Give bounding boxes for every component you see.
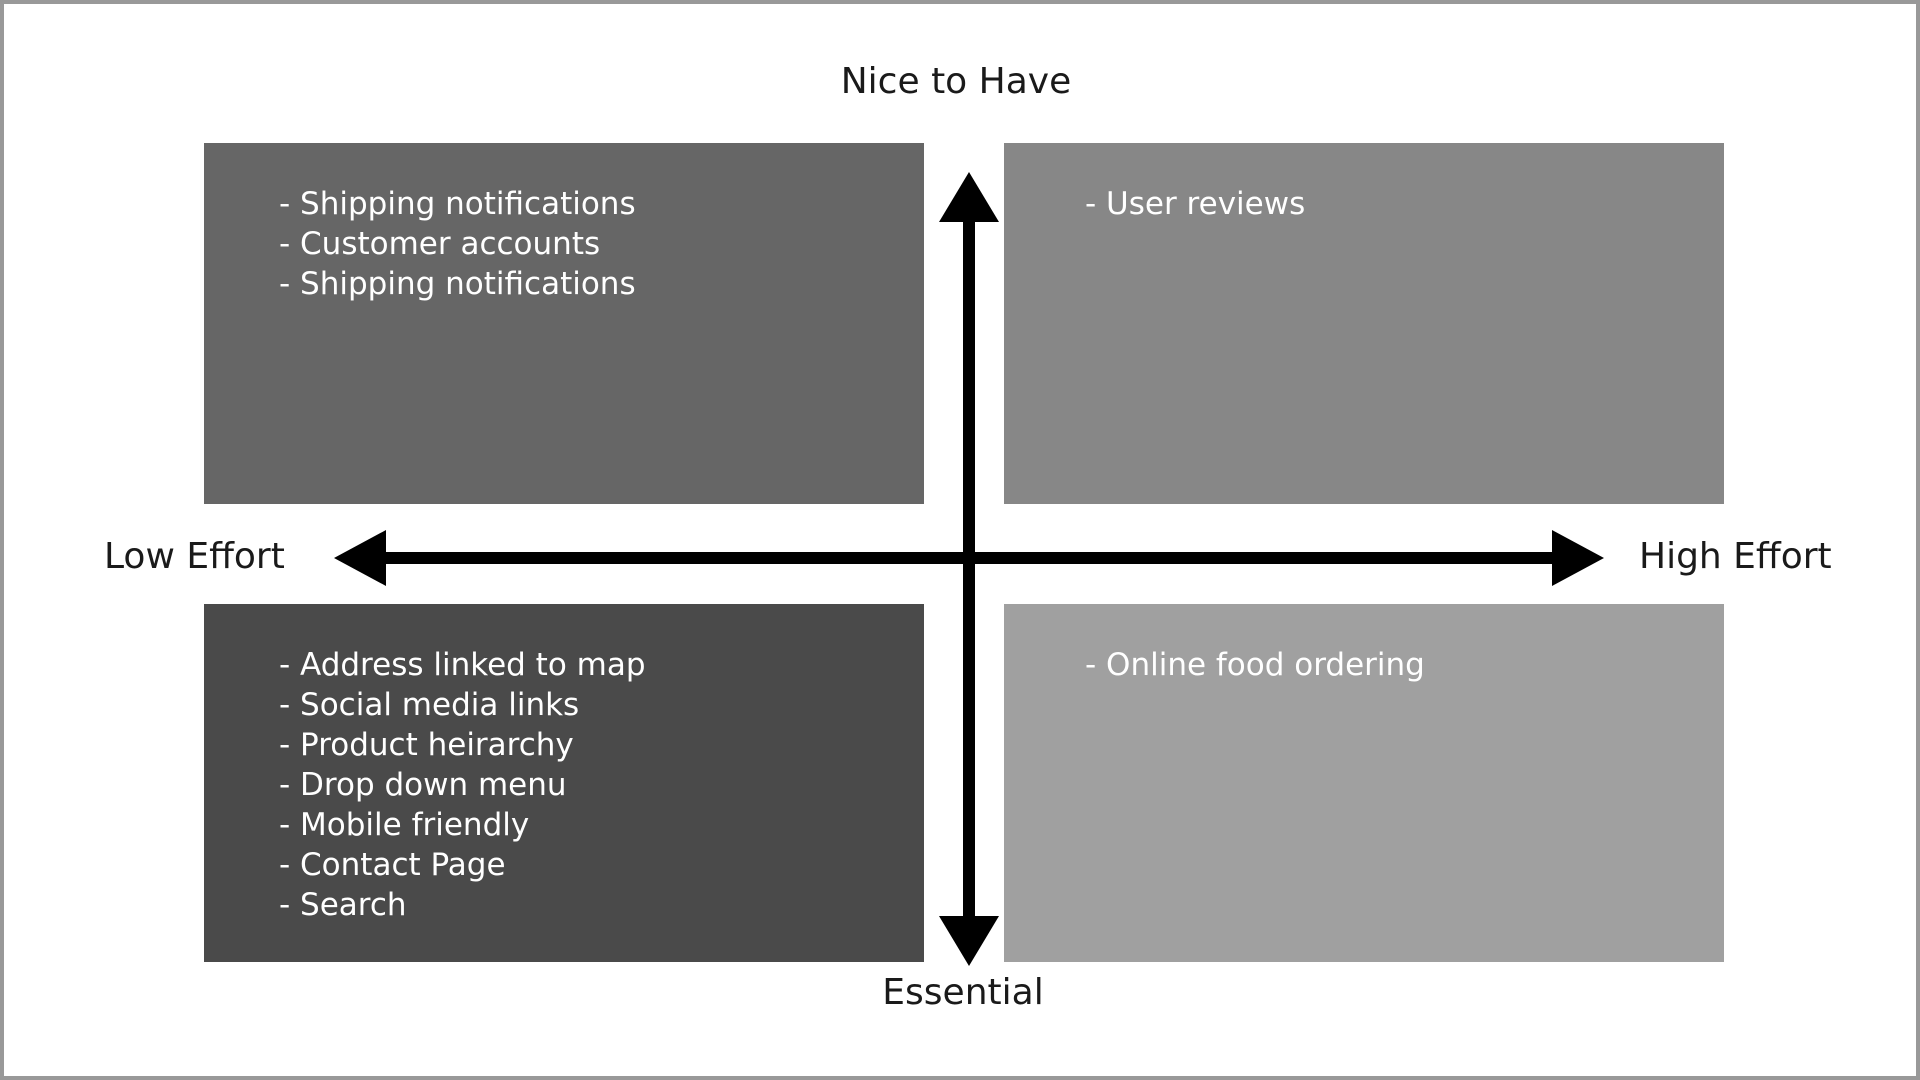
list-item: - User reviews bbox=[1085, 186, 1306, 222]
list-item: - Mobile friendly bbox=[279, 807, 530, 843]
list-item: - Drop down menu bbox=[279, 767, 567, 803]
list-item: - Social media links bbox=[279, 687, 580, 723]
list-item: - Address linked to map bbox=[279, 647, 646, 683]
axis-label-low-effort: Low Effort bbox=[104, 536, 285, 577]
list-item: - Search bbox=[279, 887, 407, 923]
axis-label-nice-to-have: Nice to Have bbox=[4, 60, 1916, 104]
quadrant-item-list: - Shipping notifications - Customer acco… bbox=[279, 184, 924, 304]
list-item: - Product heirarchy bbox=[279, 727, 574, 763]
quadrant-low-effort-nice-to-have: - Shipping notifications - Customer acco… bbox=[204, 143, 924, 504]
list-item: - Shipping notifications bbox=[279, 186, 636, 222]
list-item: - Online food ordering bbox=[1085, 647, 1425, 683]
quadrant-high-effort-nice-to-have: - User reviews bbox=[1004, 143, 1724, 504]
axis-label-essential: Essential bbox=[4, 971, 1916, 1015]
list-item: - Shipping notifications bbox=[279, 266, 636, 302]
axis-label-high-effort: High Effort bbox=[1639, 536, 1832, 577]
axis-label-nice-to-have-text: Nice to Have bbox=[840, 61, 1072, 102]
list-item: - Customer accounts bbox=[279, 226, 601, 262]
quadrant-item-list: - User reviews bbox=[1085, 184, 1724, 224]
quadrant-low-effort-essential: - Address linked to map - Social media l… bbox=[204, 604, 924, 962]
quadrant-item-list: - Online food ordering bbox=[1085, 645, 1724, 685]
quadrant-item-list: - Address linked to map - Social media l… bbox=[279, 645, 924, 925]
axis-label-essential-text: Essential bbox=[882, 972, 1044, 1013]
list-item: - Contact Page bbox=[279, 847, 506, 883]
quadrant-high-effort-essential: - Online food ordering bbox=[1004, 604, 1724, 962]
horizontal-axis-arrow-icon bbox=[334, 530, 1604, 586]
